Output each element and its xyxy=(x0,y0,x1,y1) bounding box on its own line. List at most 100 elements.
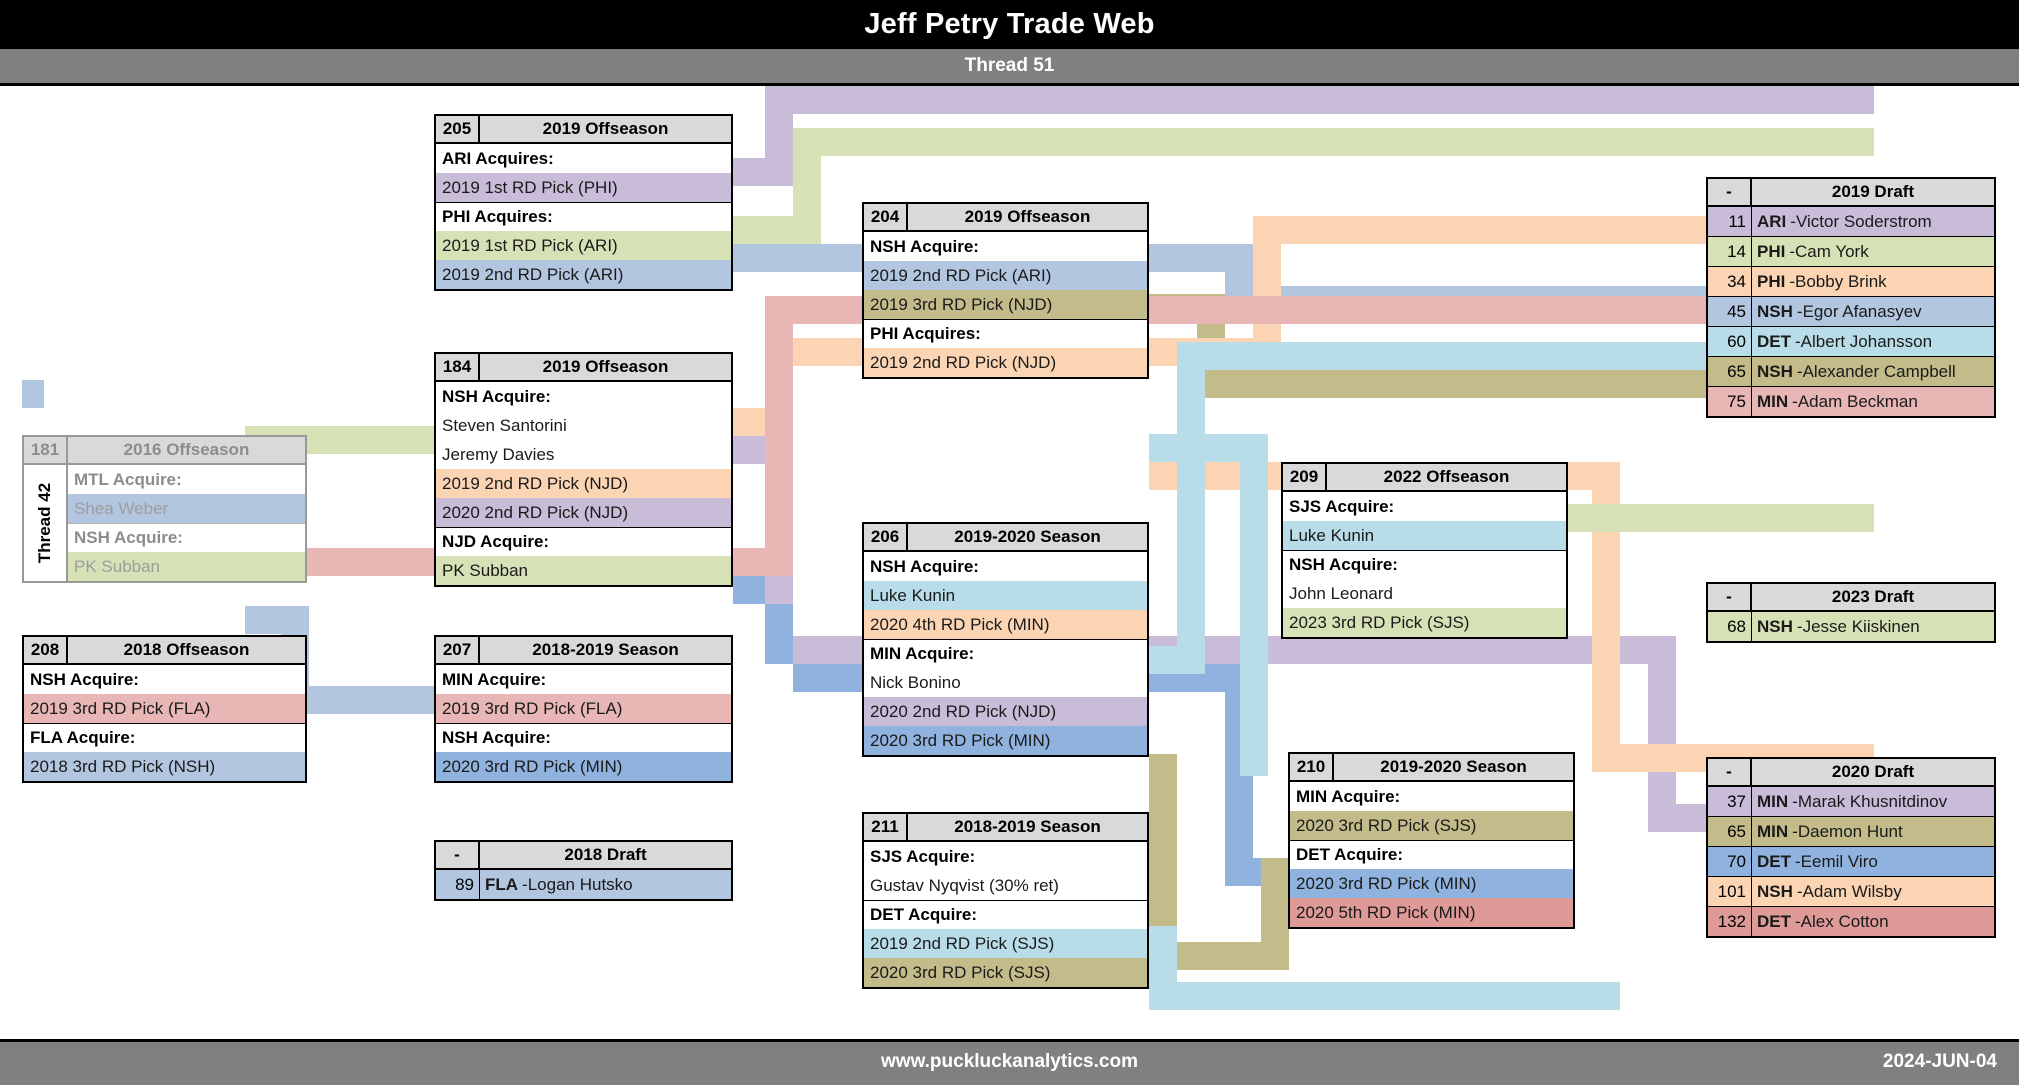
footer-bar: www.puckluckanalytics.com 2024-JUN-04 xyxy=(0,1039,2019,1085)
draft-node-2020[interactable]: - 2020 Draft 37 MIN- Marak Khusnitdinov … xyxy=(1706,757,1996,938)
ribbon-sky-211-to-2019draft xyxy=(1149,342,1706,674)
asset-row[interactable]: 2019 2nd RD Pick (NJD) xyxy=(436,469,731,498)
node-rows: MTL Acquire: Shea Weber NSH Acquire: PK … xyxy=(68,465,305,581)
asset-row[interactable]: 2020 3rd RD Pick (SJS) xyxy=(1290,811,1573,840)
node-number: 206 xyxy=(864,524,908,550)
asset-row[interactable]: 2019 2nd RD Pick (ARI) xyxy=(436,260,731,289)
draft-pick-row[interactable]: 60 DET- Albert Johansson xyxy=(1708,326,1994,356)
asset-row[interactable]: Shea Weber xyxy=(68,494,305,523)
trade-node-210[interactable]: 210 2019-2020 Season MIN Acquire: 2020 3… xyxy=(1288,752,1575,929)
node-header: 184 2019 Offseason xyxy=(436,354,731,382)
trade-node-205[interactable]: 205 2019 Offseason ARI Acquires: 2019 1s… xyxy=(434,114,733,291)
asset-row[interactable]: 2020 4th RD Pick (MIN) xyxy=(864,610,1147,639)
asset-row[interactable]: 2020 2nd RD Pick (NJD) xyxy=(436,498,731,527)
asset-row[interactable]: PK Subban xyxy=(436,556,731,585)
node-title: 2019-2020 Season xyxy=(908,524,1147,550)
trade-node-206[interactable]: 206 2019-2020 Season NSH Acquire: Luke K… xyxy=(862,522,1149,757)
node-rows: SJS Acquire: Luke Kunin NSH Acquire: Joh… xyxy=(1283,492,1566,637)
pick-team: DET xyxy=(1757,911,1791,931)
trade-node-181[interactable]: 181 2016 Offseason Thread 42 MTL Acquire… xyxy=(22,435,307,583)
asset-row[interactable]: 2019 2nd RD Pick (NJD) xyxy=(864,348,1147,377)
draft-node-2018[interactable]: - 2018 Draft 89 FLA- Logan Hutsko xyxy=(434,840,733,901)
asset-row[interactable]: John Leonard xyxy=(1289,583,1393,603)
draft-pick-row[interactable]: 68 NSH- Jesse Kiiskinen xyxy=(1708,612,1994,641)
pick-team: NSH xyxy=(1757,881,1793,901)
draft-node-2023[interactable]: - 2023 Draft 68 NSH- Jesse Kiiskinen xyxy=(1706,582,1996,643)
pick-detail: DET- Eemil Viro xyxy=(1757,851,1878,871)
header-divider xyxy=(0,83,2019,86)
node-title: 2018-2019 Season xyxy=(908,814,1147,840)
draft-rows: 68 NSH- Jesse Kiiskinen xyxy=(1708,612,1994,641)
asset-row[interactable]: 2019 2nd RD Pick (ARI) xyxy=(864,261,1147,290)
pick-player: Jesse Kiiskinen xyxy=(1802,616,1920,636)
node-header: 204 2019 Offseason xyxy=(864,204,1147,232)
pick-detail: FLA- Logan Hutsko xyxy=(485,874,633,894)
node-rows: NSH Acquire: 2019 2nd RD Pick (ARI) 2019… xyxy=(864,232,1147,377)
draft-pick-row[interactable]: 11 ARI- Victor Soderstrom xyxy=(1708,207,1994,236)
pick-team: NSH xyxy=(1757,361,1793,381)
draft-pick-row[interactable]: 65 NSH- Alexander Campbell xyxy=(1708,356,1994,386)
draft-pick-row[interactable]: 34 PHI- Bobby Brink xyxy=(1708,266,1994,296)
acquire-label: FLA Acquire: xyxy=(24,723,305,752)
asset-row[interactable]: 2020 3rd RD Pick (SJS) xyxy=(864,958,1147,987)
draft-pick-row[interactable]: 132 DET- Alex Cotton xyxy=(1708,906,1994,936)
node-title: 2019-2020 Season xyxy=(1334,754,1573,780)
footer-website[interactable]: www.puckluckanalytics.com xyxy=(881,1051,1138,1072)
acquire-label: NSH Acquire: xyxy=(442,386,551,406)
pick-number: 45 xyxy=(1708,297,1752,326)
trade-node-209[interactable]: 209 2022 Offseason SJS Acquire: Luke Kun… xyxy=(1281,462,1568,639)
pick-player: Logan Hutsko xyxy=(527,874,633,894)
pick-number: 101 xyxy=(1708,877,1752,906)
trade-node-208[interactable]: 208 2018 Offseason NSH Acquire: 2019 3rd… xyxy=(22,635,307,783)
trade-node-207[interactable]: 207 2018-2019 Season MIN Acquire: 2019 3… xyxy=(434,635,733,783)
node-title: 2016 Offseason xyxy=(68,437,305,463)
trade-node-184[interactable]: 184 2019 Offseason NSH Acquire: Steven S… xyxy=(434,352,733,587)
asset-row[interactable]: 2019 1st RD Pick (ARI) xyxy=(436,231,731,260)
ribbon-green-205-to-2019draft xyxy=(733,128,1874,244)
draft-pick-row[interactable]: 70 DET- Eemil Viro xyxy=(1708,846,1994,876)
acquire-label: MIN Acquire: xyxy=(1296,786,1401,806)
asset-row[interactable]: 2020 5th RD Pick (MIN) xyxy=(1290,898,1573,927)
draft-node-2019[interactable]: - 2019 Draft 11 ARI- Victor Soderstrom 1… xyxy=(1706,177,1996,418)
pick-team: PHI xyxy=(1757,241,1786,261)
acquire-label: MTL Acquire: xyxy=(74,469,182,489)
node-rows: MIN Acquire: 2019 3rd RD Pick (FLA) NSH … xyxy=(436,665,731,781)
asset-row[interactable]: 2019 1st RD Pick (PHI) xyxy=(436,173,731,202)
node-header: 209 2022 Offseason xyxy=(1283,464,1566,492)
pick-team: DET xyxy=(1757,331,1791,351)
draft-pick-row[interactable]: 37 MIN- Marak Khusnitdinov xyxy=(1708,787,1994,816)
pick-player: Victor Soderstrom xyxy=(1795,211,1932,231)
asset-row[interactable]: Nick Bonino xyxy=(870,672,961,692)
asset-row[interactable]: 2020 3rd RD Pick (MIN) xyxy=(1290,869,1573,898)
pick-detail: MIN- Adam Beckman xyxy=(1757,391,1918,411)
asset-row[interactable]: 2020 2nd RD Pick (NJD) xyxy=(864,697,1147,726)
asset-row[interactable]: 2020 3rd RD Pick (MIN) xyxy=(864,726,1147,755)
node-rows: NSH Acquire: Steven Santorini Jeremy Dav… xyxy=(436,382,731,585)
ribbon-peach-184-to-204 xyxy=(733,338,862,436)
asset-row[interactable]: Gustav Nyqvist (30% ret) xyxy=(870,875,1059,895)
asset-row[interactable]: Luke Kunin xyxy=(864,581,1147,610)
draft-pick-row[interactable]: 75 MIN- Adam Beckman xyxy=(1708,386,1994,416)
acquire-label: NSH Acquire: xyxy=(1283,550,1566,579)
draft-pick-row[interactable]: 101 NSH- Adam Wilsby xyxy=(1708,876,1994,906)
draft-pick-row[interactable]: 45 NSH- Egor Afanasyev xyxy=(1708,296,1994,326)
asset-row[interactable]: 2023 3rd RD Pick (SJS) xyxy=(1283,608,1566,637)
draft-title: 2019 Draft xyxy=(1752,179,1994,205)
draft-pick-row[interactable]: 14 PHI- Cam York xyxy=(1708,236,1994,266)
draft-pick-row[interactable]: 65 MIN- Daemon Hunt xyxy=(1708,816,1994,846)
trade-node-204[interactable]: 204 2019 Offseason NSH Acquire: 2019 2nd… xyxy=(862,202,1149,379)
asset-row[interactable]: 2019 3rd RD Pick (NJD) xyxy=(864,290,1147,319)
asset-row[interactable]: Jeremy Davies xyxy=(442,444,555,464)
asset-row[interactable]: PK Subban xyxy=(68,552,305,581)
asset-row[interactable]: Luke Kunin xyxy=(1283,521,1566,550)
asset-row[interactable]: 2019 3rd RD Pick (FLA) xyxy=(436,694,731,723)
draft-pick-row[interactable]: 89 FLA- Logan Hutsko xyxy=(436,870,731,899)
asset-row[interactable]: 2020 3rd RD Pick (MIN) xyxy=(436,752,731,781)
asset-row[interactable]: Steven Santorini xyxy=(442,415,567,435)
asset-row[interactable]: 2019 3rd RD Pick (FLA) xyxy=(24,694,305,723)
acquire-label: SJS Acquire: xyxy=(1289,496,1395,516)
asset-row[interactable]: 2018 3rd RD Pick (NSH) xyxy=(24,752,305,781)
pick-detail: ARI- Victor Soderstrom xyxy=(1757,211,1932,231)
asset-row[interactable]: 2019 2nd RD Pick (SJS) xyxy=(864,929,1147,958)
trade-node-211[interactable]: 211 2018-2019 Season SJS Acquire: Gustav… xyxy=(862,812,1149,989)
